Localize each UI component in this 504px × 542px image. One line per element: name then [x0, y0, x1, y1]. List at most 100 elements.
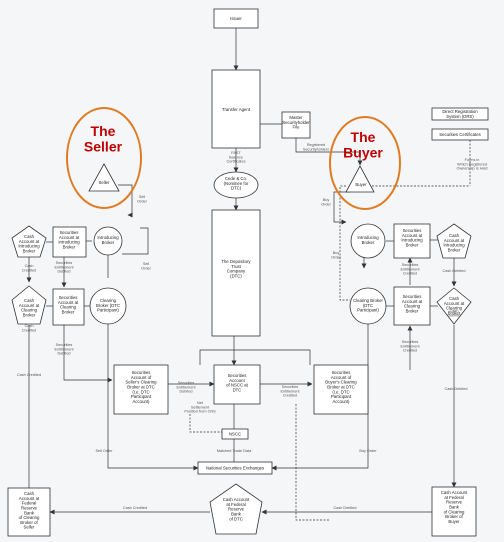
seller-highlight-ring — [66, 107, 142, 209]
label-cash-debited-3: Cash Debited — [444, 387, 467, 391]
node-sec-certificates: Securities Certificates — [431, 128, 489, 141]
label-buy-order-bottom: Buy Order — [359, 449, 377, 453]
net-settle-dash — [189, 414, 222, 433]
seller-label: Seller — [99, 180, 111, 185]
node-transfer-agent: Transfer Agent — [211, 69, 261, 149]
buyer-highlight-ring — [329, 116, 401, 210]
dtc-link — [199, 349, 311, 365]
issuer-label: Issuer — [230, 16, 242, 21]
label-cash-credited-4: Cash Credited — [123, 506, 147, 510]
buyer-dash — [339, 185, 350, 301]
label-cash-debited-1: Cash Debited — [442, 269, 465, 273]
node-buyer: Buyer — [345, 165, 375, 193]
sell-order-2 — [122, 227, 149, 255]
node-nscc: NSCC — [221, 428, 249, 440]
label-matched-trade: Matched Trade Data — [217, 449, 252, 453]
dtc-fed-dash — [295, 404, 330, 521]
transfer-agent-label: Transfer Agent — [222, 107, 251, 112]
nscc-label: NSCC — [229, 432, 241, 437]
sec-ent-debited-left — [63, 325, 113, 383]
label-cash-credited-3: Cash Credited — [17, 373, 41, 377]
node-issuer: Issuer — [213, 8, 259, 29]
sec-certificates-label: Securities Certificates — [439, 132, 481, 137]
label-sell-order-bottom: Sell Order — [95, 449, 113, 453]
exchanges-label: National Securities Exchanges — [206, 466, 264, 471]
node-exchanges: National Securities Exchanges — [197, 461, 273, 475]
sell-order-exchange — [107, 324, 199, 471]
master-to-buyer — [295, 138, 363, 166]
connectors — [26, 28, 471, 521]
seller-sell-order — [118, 184, 133, 218]
node-seller: Seller — [88, 163, 120, 192]
label-cash-debited-4: Cash Debited — [333, 506, 356, 510]
buyer-label: Buyer — [355, 182, 367, 187]
